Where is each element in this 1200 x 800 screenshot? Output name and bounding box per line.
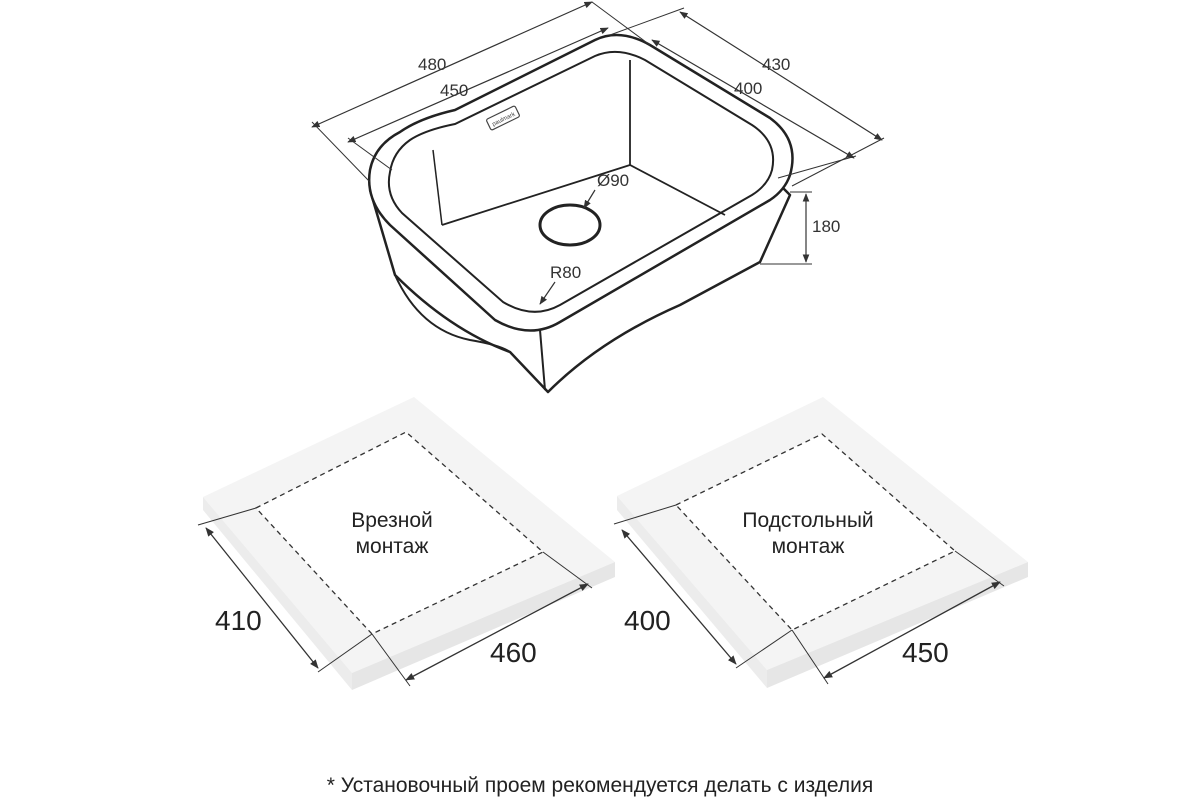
dim-inner-depth-label: 400 xyxy=(734,79,762,98)
dim-ext-line xyxy=(954,550,1005,587)
leader-radius xyxy=(539,281,556,305)
cutout-label-line1: Врезной xyxy=(351,509,433,532)
dim-radius-label: R80 xyxy=(550,263,581,282)
sink-dimensions: 480 450 430 400 180 Ø90 R80 xyxy=(311,1,885,305)
sink-outer-body xyxy=(368,174,792,394)
dim-ext-line xyxy=(777,155,857,179)
dim-line-cutout-depth xyxy=(205,527,319,669)
dim-ext-line xyxy=(791,137,885,187)
dim-ext-line xyxy=(735,629,793,669)
dim-ext-line xyxy=(791,629,829,685)
drain-hole xyxy=(538,203,602,247)
cutout-dashed-outline xyxy=(254,431,545,635)
dim-height-label: 180 xyxy=(812,217,840,236)
dim-ext-line xyxy=(197,507,257,526)
dim-line-cutout-width xyxy=(823,581,1001,679)
cutout-hole xyxy=(676,434,955,630)
dim-drain-label: Ø90 xyxy=(597,171,629,190)
cutout-dashed-outline xyxy=(674,433,957,631)
dim-line-cutout-width xyxy=(405,583,589,681)
dim-inner-width-label: 450 xyxy=(440,81,468,100)
cutout-hole xyxy=(256,432,543,634)
cutout-undermount: 400 450 Подстольный монтаж xyxy=(613,397,1028,688)
sink-bowl-left-line xyxy=(432,149,443,226)
sink-lower-front-edge xyxy=(394,274,511,353)
dim-ext-line xyxy=(371,633,411,687)
dim-cutout-depth-label: 410 xyxy=(215,605,262,636)
cutout-inset: 410 460 Врезной монтаж xyxy=(197,397,615,690)
dim-ext-line xyxy=(591,1,651,46)
dim-ext-line xyxy=(542,551,593,589)
dim-cutout-width-label: 460 xyxy=(490,637,537,668)
dim-outer-depth-label: 430 xyxy=(762,55,790,74)
sink-front-vertical-edge xyxy=(539,329,546,391)
footnote: * Установочный проем рекомендуется делат… xyxy=(326,774,874,797)
dim-ext-line xyxy=(347,137,393,171)
cutout-label-line2: монтаж xyxy=(356,535,429,558)
dim-ext-line xyxy=(613,504,677,525)
cutout-label-line1: Подстольный xyxy=(742,509,873,532)
dim-line-cutout-depth xyxy=(621,529,737,665)
dim-ext-line xyxy=(609,7,685,36)
dim-line-inner-width xyxy=(347,27,609,143)
dim-line-inner-depth xyxy=(651,39,855,159)
dim-ext-line xyxy=(311,121,371,183)
sink-drawing: paulmark xyxy=(367,33,794,394)
cutout-label-line2: монтаж xyxy=(772,535,845,558)
dim-cutout-width-label: 450 xyxy=(902,637,949,668)
leader-drain xyxy=(583,189,596,209)
dim-outer-width-label: 480 xyxy=(418,55,446,74)
dim-cutout-depth-label: 400 xyxy=(624,605,671,636)
dim-ext-line xyxy=(317,633,373,673)
